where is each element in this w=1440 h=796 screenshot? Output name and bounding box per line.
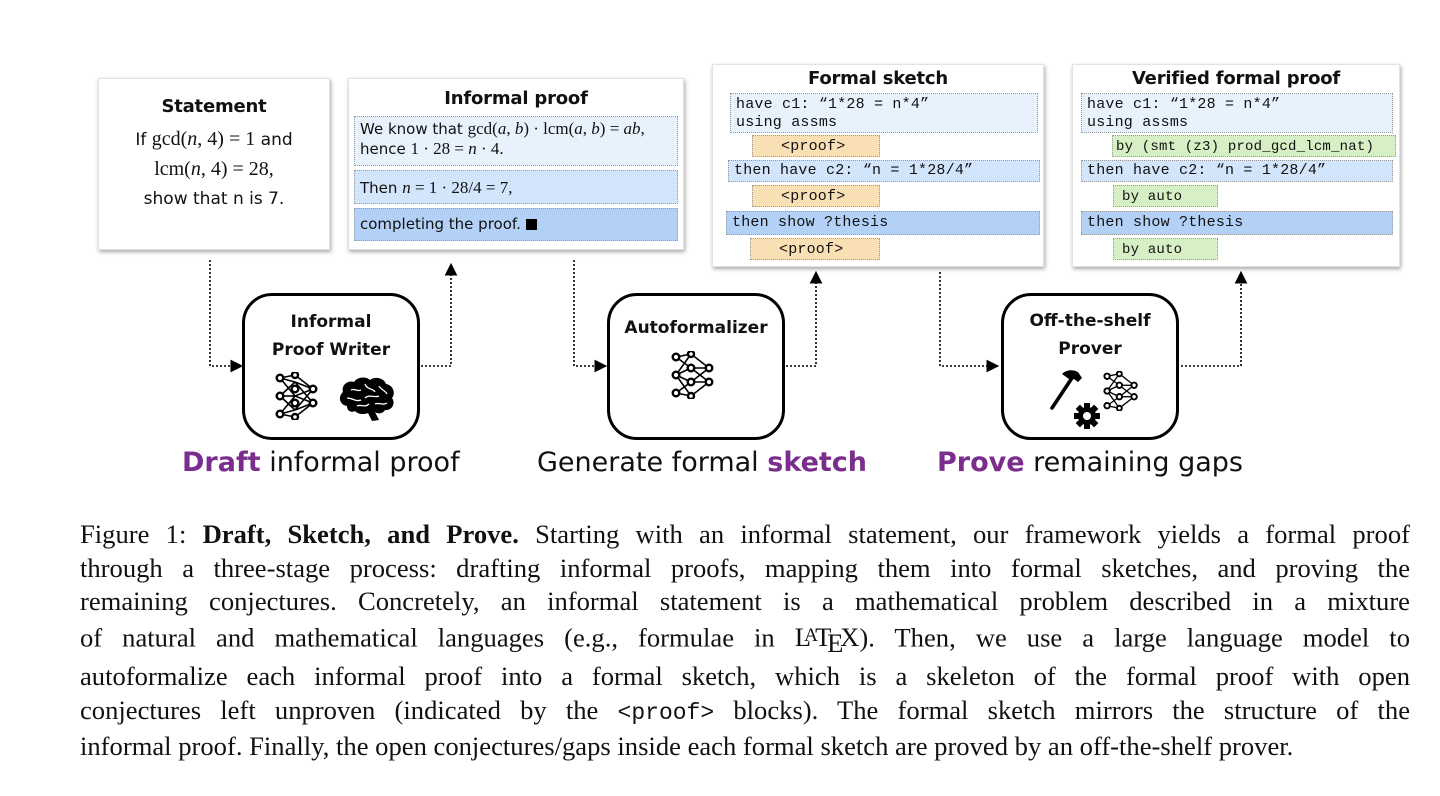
verified-tactic-3: by auto — [1113, 238, 1218, 260]
arrow-prover-to-verified-proof — [1181, 270, 1248, 367]
latex-logo: LATEX — [794, 621, 860, 658]
arrow-autoformalizer-to-sketch — [786, 270, 823, 367]
statement-title: Statement — [161, 96, 267, 117]
sketch-step-3: then show ?thesis — [726, 211, 1040, 235]
sketch-step-2: then have c2: “n = 1*28/4” — [728, 160, 1040, 182]
statement-text: If gcd(n, 4) = 1 and lcm(n, 4) = 28, sho… — [135, 128, 293, 209]
arrow-statement-to-writer — [209, 260, 244, 373]
proof-placeholder-code: <proof> — [617, 699, 715, 726]
off-the-shelf-prover-module: Off-the-shelf Prover — [1001, 293, 1179, 440]
figure-caption: Figure 1: Draft, Sketch, and Prove. Star… — [80, 518, 1410, 764]
stage-label-prove: Prove remaining gaps — [937, 447, 1243, 478]
brain-icon — [339, 377, 394, 421]
caption-title: Draft, Sketch, and Prove. — [202, 519, 519, 549]
neural-network-icon — [1103, 371, 1138, 411]
verified-step-2: then have c2: “n = 1*28/4” — [1081, 160, 1393, 182]
formal-sketch-card: Formal sketch have c1: “1*28 = n*4” usin… — [712, 64, 1044, 267]
informal-proof-writer-module: Informal Proof Writer — [242, 293, 420, 440]
arrow-writer-to-informal-proof — [421, 262, 458, 367]
informal-proof-title: Informal proof — [444, 88, 588, 109]
neural-network-icon — [275, 372, 318, 420]
arrow-informal-proof-to-autoformalizer — [573, 260, 608, 373]
module-label: Off-the-shelf Prover — [1029, 311, 1151, 359]
hammer-icon — [1050, 370, 1082, 410]
sketch-gap-1: <proof> — [752, 135, 880, 157]
caption-line: remaining conjectures. Concretely, an in… — [80, 586, 1410, 616]
stage-label-sketch: Generate formal sketch — [537, 447, 868, 478]
formal-sketch-title: Formal sketch — [807, 68, 949, 89]
stage-label-draft: Draft informal proof — [182, 447, 460, 478]
caption-line: Figure 1: Draft, Sketch, and Prove. Star… — [80, 519, 1410, 549]
informal-proof-card: Informal proof We know that gcd(a, b) · … — [348, 78, 684, 250]
statement-card: Statement If gcd(n, 4) = 1 and lcm(n, 4)… — [98, 78, 330, 250]
verified-tactic-2: by auto — [1113, 185, 1218, 207]
math-gcd: gcd(n, 4) = 1 — [151, 128, 256, 150]
qed-square-icon — [525, 219, 537, 230]
module-label: Autoformalizer — [624, 318, 768, 338]
module-label: Informal Proof Writer — [271, 312, 391, 360]
sketch-gap-3: <proof> — [750, 238, 880, 260]
caption-label: Figure 1: — [80, 519, 203, 549]
verified-proof-title: Verified formal proof — [1131, 68, 1341, 89]
informal-step-2: Then n = 1 · 28/4 = 7, — [354, 170, 678, 204]
informal-step-1: We know that gcd(a, b) · lcm(a, b) = ab,… — [354, 116, 678, 166]
verified-step-1: have c1: “1*28 = n*4” using assms — [1081, 93, 1393, 133]
caption-line: conjectures left unproven (indicated by … — [80, 694, 1411, 726]
math-lcm: lcm(n, 4) = 28, — [154, 158, 274, 180]
verified-tactic-1: by (smt (z3) prod_gcd_lcm_nat) — [1112, 135, 1396, 157]
verified-step-3: then show ?thesis — [1081, 211, 1393, 235]
verified-proof-card: Verified formal proof have c1: “1*28 = n… — [1072, 64, 1400, 267]
arrow-sketch-to-prover — [939, 272, 1000, 373]
gear-icon — [1074, 403, 1100, 429]
sketch-gap-2: <proof> — [752, 185, 880, 207]
sketch-step-1: have c1: “1*28 = n*4” using assms — [730, 93, 1038, 133]
caption-line: of natural and mathematical languages (e… — [80, 621, 1410, 658]
caption-line: through a three-stage process: drafting … — [80, 552, 1410, 583]
caption-line: informal proof. Finally, the open conjec… — [80, 731, 1294, 762]
caption-line: autoformalize each informal proof into a… — [80, 661, 1410, 692]
autoformalizer-module: Autoformalizer — [607, 293, 785, 440]
informal-step-3: completing the proof. — [354, 208, 678, 241]
neural-network-icon — [671, 351, 714, 399]
